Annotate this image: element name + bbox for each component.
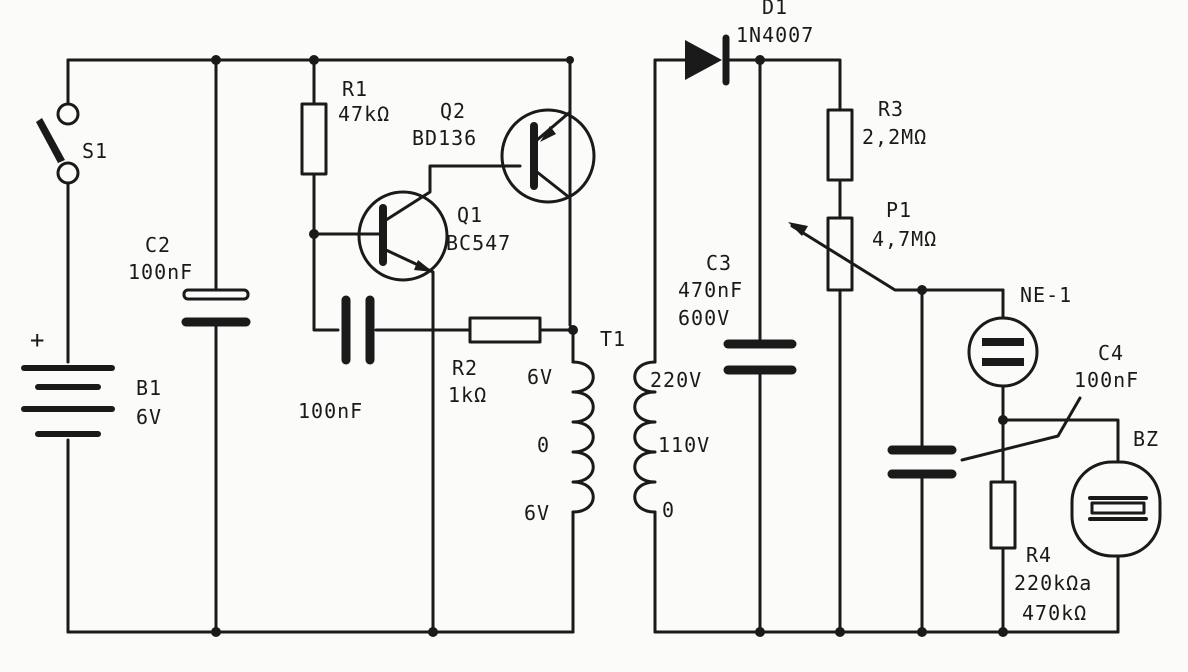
r4-value-1: 220kΩa: [1014, 571, 1092, 595]
ne1-label: NE-1: [1020, 283, 1072, 307]
t1-110v: 110V: [658, 433, 710, 457]
c3-label: C3: [706, 251, 732, 275]
c2-label: C2: [145, 233, 171, 257]
r1-value: 47kΩ: [338, 102, 390, 126]
junction-dot: [755, 627, 765, 637]
r3-label: R3: [878, 97, 904, 121]
wire-top-right: [653, 58, 842, 112]
resistor-r1: [300, 58, 385, 332]
junction-dot: [428, 627, 438, 637]
switch-s1: [36, 58, 80, 347]
bz-label: BZ: [1133, 427, 1159, 451]
buzzer-bz: [1001, 418, 1162, 634]
neon-lamp-ne1: [967, 288, 1039, 484]
c4-label: C4: [1098, 341, 1124, 365]
t1-6v-top: 6V: [527, 365, 553, 389]
r2-label: R2: [452, 356, 478, 380]
r1-label: R1: [342, 77, 368, 101]
t1-6v-bottom: 6V: [524, 501, 550, 525]
t1-0-left: 0: [537, 433, 550, 457]
q1-label: Q1: [457, 203, 483, 227]
junction-dot: [755, 55, 765, 65]
r3-value: 2,2MΩ: [862, 125, 927, 149]
p1-label: P1: [886, 198, 912, 222]
resistor-r2: [468, 316, 575, 344]
b1-value: 6V: [136, 405, 162, 429]
c3-value: 470nF: [678, 278, 743, 302]
resistor-r3: [826, 108, 854, 220]
q2-label: Q2: [440, 99, 466, 123]
c3-voltage: 600V: [678, 306, 730, 330]
junction-dot: [566, 56, 574, 64]
wire-top-left: [66, 58, 572, 327]
junction-dot: [917, 627, 927, 637]
junction-dot: [998, 627, 1008, 637]
potentiometer-p1: [788, 216, 1005, 634]
battery-b1: [21, 343, 115, 634]
r4-label: R4: [1026, 543, 1052, 567]
c4-value: 100nF: [1074, 368, 1139, 392]
capacitor-feedback: [341, 295, 472, 365]
transistor-q2: [500, 58, 596, 327]
capacitor-c4: [887, 288, 1082, 634]
q1-part: BC547: [446, 231, 511, 255]
capacitor-c2: [181, 58, 251, 634]
b1-plus-sign: +: [30, 326, 45, 354]
d1-part: 1N4007: [736, 23, 814, 47]
c2-value: 100nF: [128, 260, 193, 284]
junction-dot: [211, 627, 221, 637]
transformer-t1-primary: [571, 328, 595, 634]
junction-dot: [917, 285, 927, 295]
cap-feedback-value: 100nF: [298, 399, 363, 423]
t1-label: T1: [600, 327, 626, 351]
junction-dot: [835, 627, 845, 637]
junction-dot: [309, 229, 319, 239]
r2-value: 1kΩ: [448, 383, 487, 407]
wire-bottom-left: [66, 513, 575, 634]
d1-label: D1: [762, 0, 788, 19]
s1-label: S1: [82, 139, 108, 163]
p1-value: 4,7MΩ: [872, 227, 937, 251]
junction-dot: [211, 55, 221, 65]
r4-value-2: 470kΩ: [1022, 601, 1087, 625]
transformer-t1-secondary: [633, 58, 657, 634]
resistor-r4: [989, 480, 1017, 634]
diode-d1: [685, 34, 730, 86]
transistor-q1: [357, 164, 522, 634]
capacitor-c3: [723, 58, 797, 634]
junction-dot: [309, 55, 319, 65]
q2-part: BD136: [412, 126, 477, 150]
b1-label: B1: [136, 376, 162, 400]
t1-0-right: 0: [662, 498, 675, 522]
t1-220v: 220V: [650, 368, 702, 392]
